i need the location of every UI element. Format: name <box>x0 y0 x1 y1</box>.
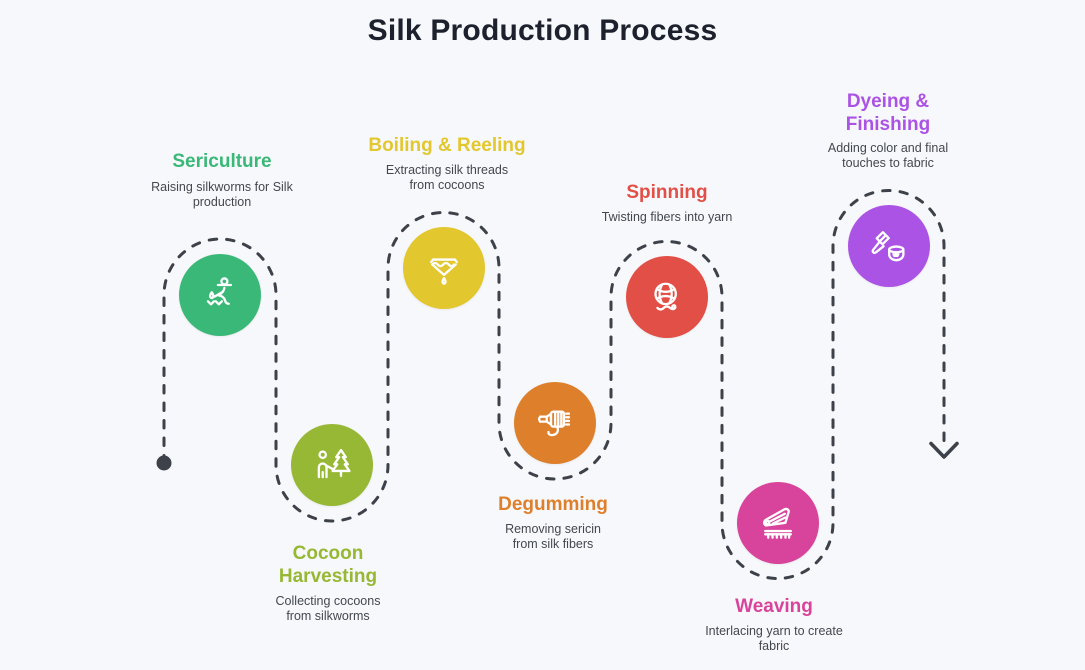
person-tree-harvest-icon <box>317 448 351 479</box>
flow-start-dot <box>156 455 172 471</box>
boiling-funnel-drop-icon <box>429 258 458 285</box>
step-title: Dyeing & Finishing <box>845 91 931 136</box>
step-circle-cocoon-harvesting <box>291 424 373 506</box>
paintbrush-paint-can-icon <box>871 231 905 262</box>
farmer-sowing-icon <box>206 277 233 306</box>
flow-dashed-path <box>162 189 946 580</box>
step-circle-sericulture <box>179 254 261 336</box>
step-description: Collecting cocoons from silkworms <box>275 594 381 623</box>
step-title: Degumming <box>498 494 608 515</box>
step-description: Adding color and final touches to fabric <box>827 141 949 170</box>
step-title: Weaving <box>735 596 813 617</box>
step-title: Boiling & Reeling <box>368 135 526 156</box>
step-description: Twisting fibers into yarn <box>601 210 733 224</box>
step-title: Spinning <box>626 182 708 203</box>
step-circle-boiling-reeling <box>402 227 485 309</box>
step-description: Interlacing yarn to create fabric <box>705 624 843 653</box>
step-circle-spinning <box>625 256 708 338</box>
step-description: Raising silkworms for Silk production <box>151 180 293 209</box>
step-title: Sericulture <box>172 151 272 172</box>
page-title: Silk Production Process <box>367 14 718 47</box>
step-description: Removing sericin from silk fibers <box>505 522 601 551</box>
flow-end-arrow-icon <box>929 441 959 459</box>
step-circle-weaving <box>736 482 819 564</box>
fiber-brush-icon <box>538 410 571 437</box>
step-description: Extracting silk threads from cocoons <box>385 163 509 192</box>
step-title: Cocoon Harvesting <box>278 543 378 588</box>
step-circle-degumming <box>514 382 596 464</box>
loom-shuttle-icon <box>762 507 792 539</box>
yarn-ball-icon <box>653 282 677 311</box>
step-circle-dyeing-finishing <box>847 205 930 287</box>
